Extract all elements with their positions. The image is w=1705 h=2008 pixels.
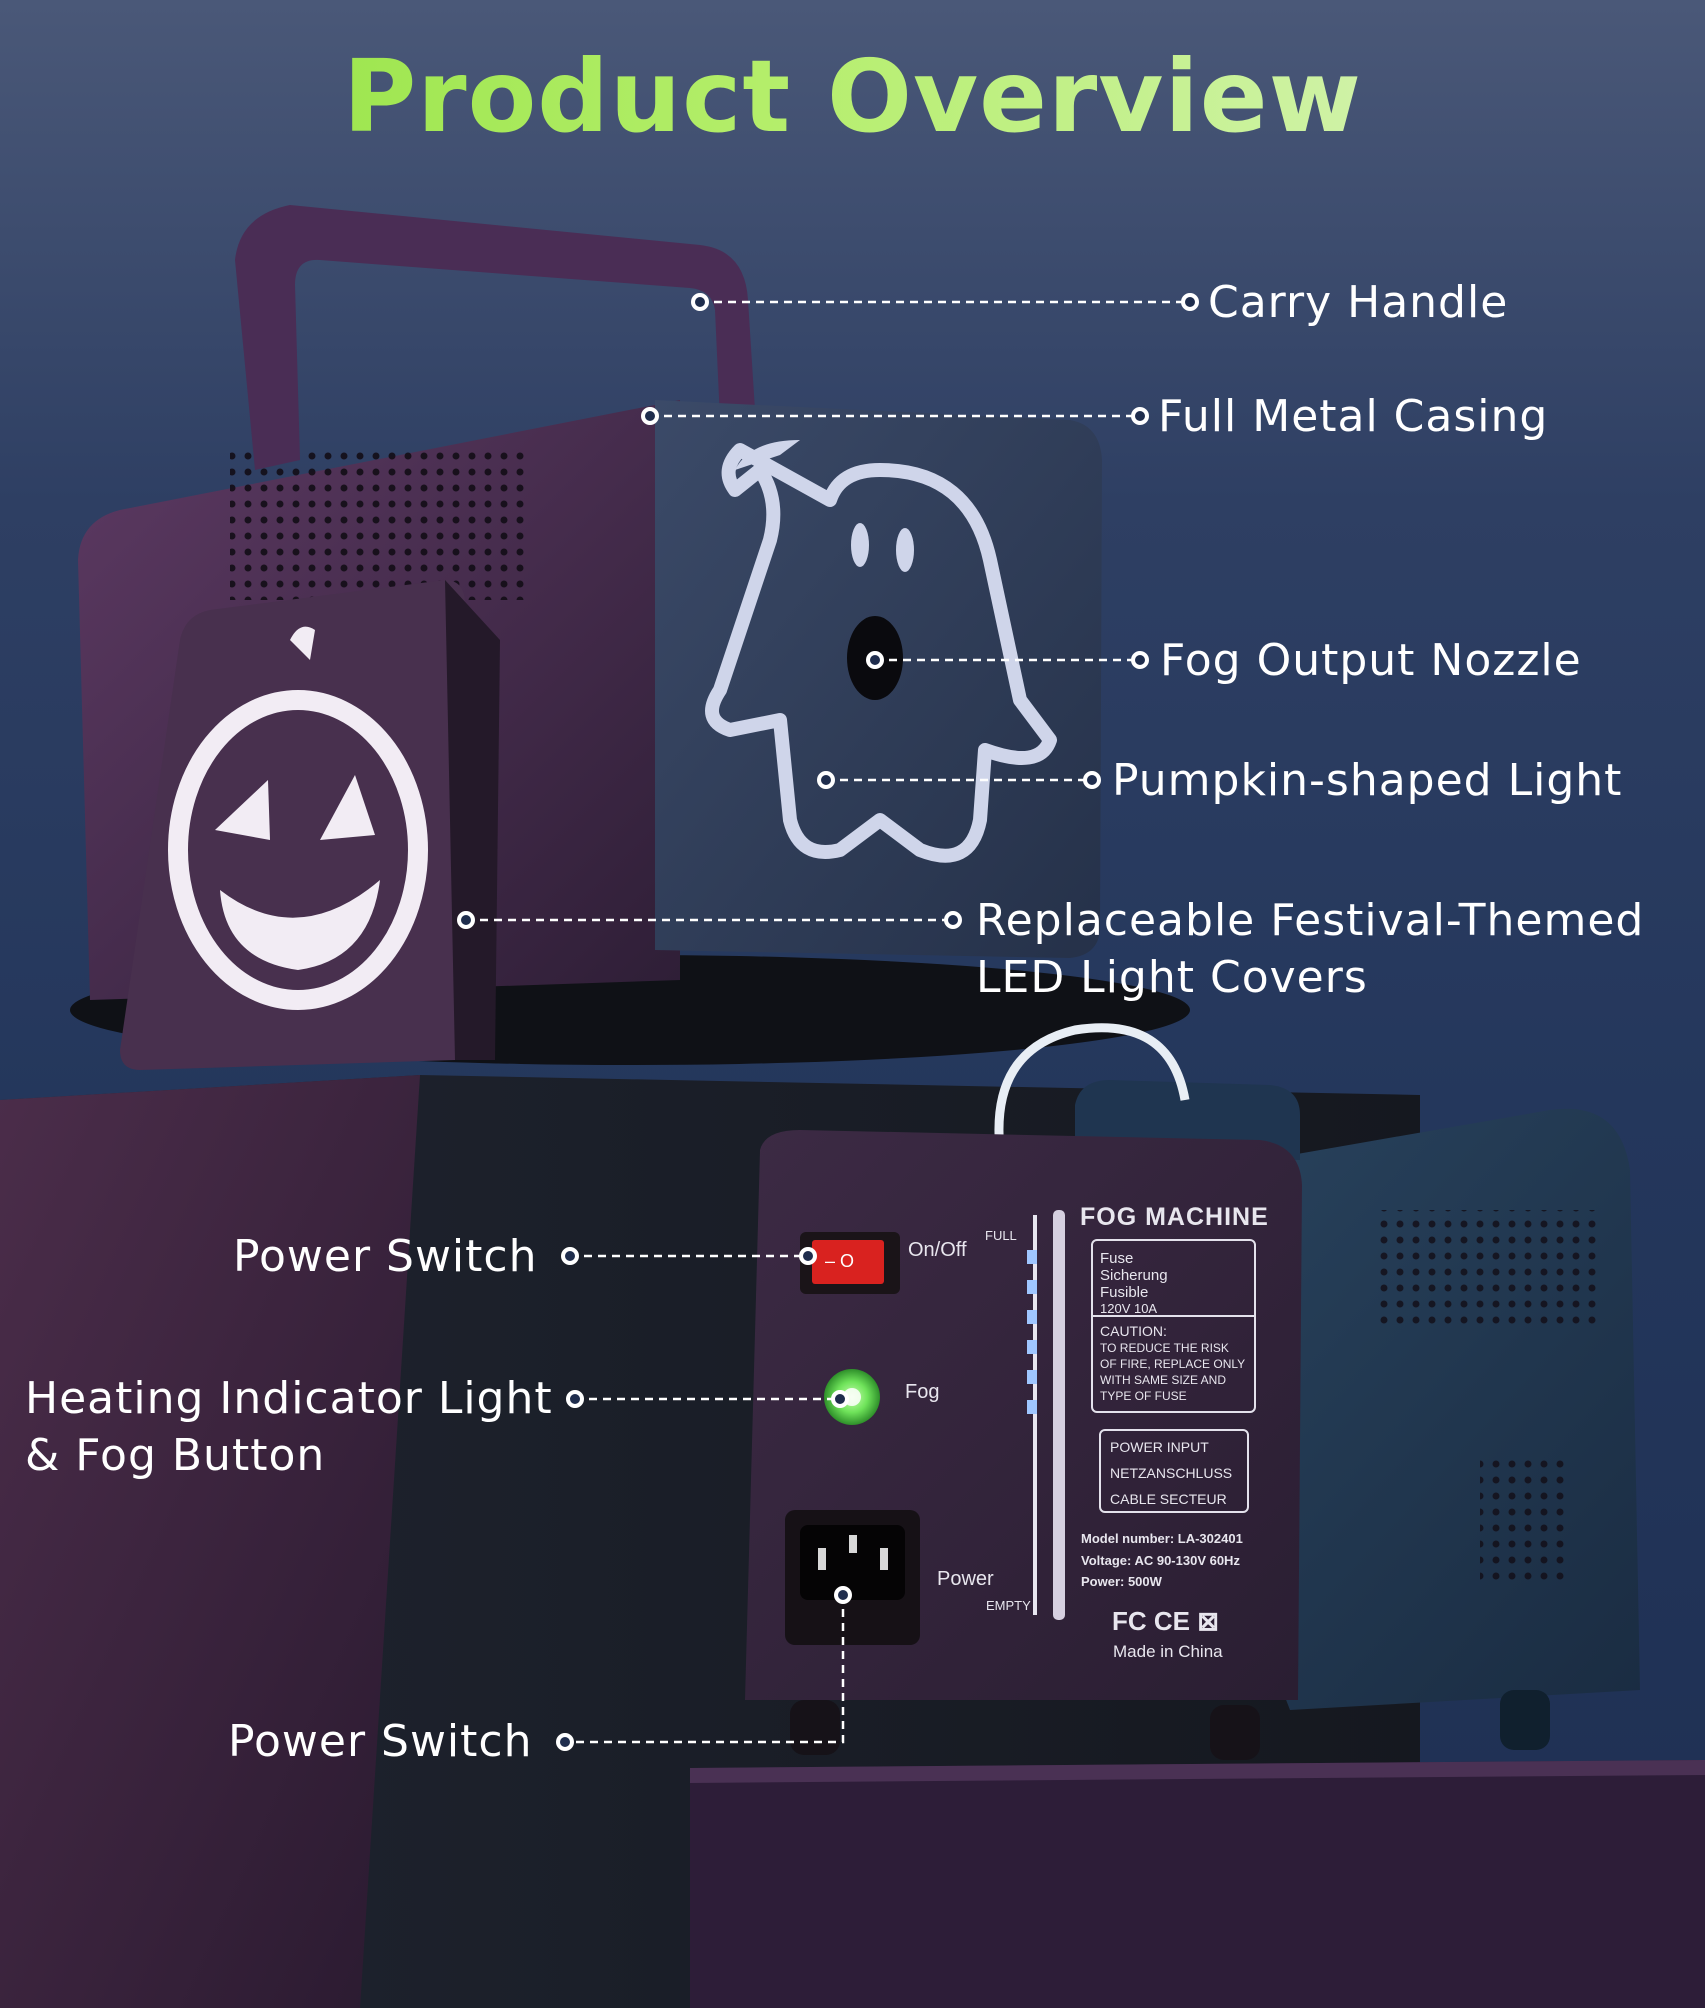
- panel-power-label: Power: [937, 1568, 994, 1590]
- panel-on-off-label: On/Off: [908, 1239, 967, 1261]
- panel-fog-label: Fog: [905, 1381, 939, 1403]
- certification-marks: FC CE ⊠: [1112, 1606, 1219, 1636]
- svg-text:NETZANSCHLUSS: NETZANSCHLUSS: [1110, 1465, 1232, 1481]
- panel-brand: FOG MACHINE: [1080, 1203, 1269, 1231]
- callout-power-switch-bottom: Power Switch: [228, 1716, 533, 1767]
- made-in-label: Made in China: [1113, 1642, 1223, 1661]
- caution-text: CAUTION: TO REDUCE THE RISK OF FIRE, REP…: [1100, 1323, 1245, 1403]
- power-input-text: POWER INPUT NETZANSCHLUSS CABLE SECTEUR: [1110, 1439, 1232, 1507]
- rocker-switch: [800, 1232, 900, 1294]
- svg-text:Voltage: AC 90-130V 60Hz: Voltage: AC 90-130V 60Hz: [1081, 1553, 1240, 1568]
- svg-text:POWER INPUT: POWER INPUT: [1110, 1439, 1209, 1455]
- svg-text:TO REDUCE THE RISK: TO REDUCE THE RISK: [1100, 1341, 1229, 1355]
- page-title: Product Overview: [0, 38, 1705, 155]
- callout-fog-nozzle: Fog Output Nozzle: [1160, 635, 1582, 686]
- svg-text:Power: 500W: Power: 500W: [1081, 1574, 1163, 1589]
- svg-text:Fuse: Fuse: [1100, 1250, 1133, 1267]
- svg-text:CAUTION:: CAUTION:: [1100, 1323, 1167, 1339]
- fuse-text: Fuse Sicherung Fusible 120V 10A: [1100, 1250, 1168, 1316]
- gauge-empty-label: EMPTY: [986, 1598, 1031, 1613]
- callout-light-covers: Replaceable Festival-Themed LED Light Co…: [976, 895, 1645, 1003]
- leader-dots: [457, 293, 1199, 1751]
- svg-text:120V 10A: 120V 10A: [1100, 1301, 1157, 1316]
- gauge-full-label: FULL: [985, 1228, 1017, 1243]
- callout-power-switch-top: Power Switch: [233, 1231, 538, 1282]
- spec-text: Model number: LA-302401 Voltage: AC 90-1…: [1081, 1531, 1243, 1589]
- svg-text:CABLE SECTEUR: CABLE SECTEUR: [1110, 1491, 1227, 1507]
- power-inlet-socket: [785, 1510, 920, 1645]
- callout-carry-handle: Carry Handle: [1208, 277, 1509, 328]
- leader-lines: [466, 300, 1190, 1744]
- svg-text:WITH SAME SIZE AND: WITH SAME SIZE AND: [1100, 1373, 1226, 1387]
- pedestal-bottom: [690, 1760, 1705, 2008]
- fluid-level-gauge: [1027, 1210, 1065, 1620]
- svg-text:Model number: LA-302401: Model number: LA-302401: [1081, 1531, 1243, 1546]
- top-fog-machine: [70, 205, 1190, 1070]
- svg-text:TYPE OF FUSE: TYPE OF FUSE: [1100, 1389, 1187, 1403]
- label-boxes: [1091, 1239, 1256, 1513]
- callout-metal-casing: Full Metal Casing: [1158, 391, 1549, 442]
- switch-symbols: – O: [825, 1251, 854, 1271]
- callout-heating-indicator: Heating Indicator Light & Fog Button: [25, 1373, 553, 1481]
- svg-text:OF FIRE, REPLACE ONLY: OF FIRE, REPLACE ONLY: [1100, 1357, 1245, 1371]
- svg-text:Fusible: Fusible: [1100, 1284, 1148, 1301]
- callout-pumpkin-light: Pumpkin-shaped Light: [1112, 755, 1623, 806]
- svg-text:Sicherung: Sicherung: [1100, 1267, 1168, 1284]
